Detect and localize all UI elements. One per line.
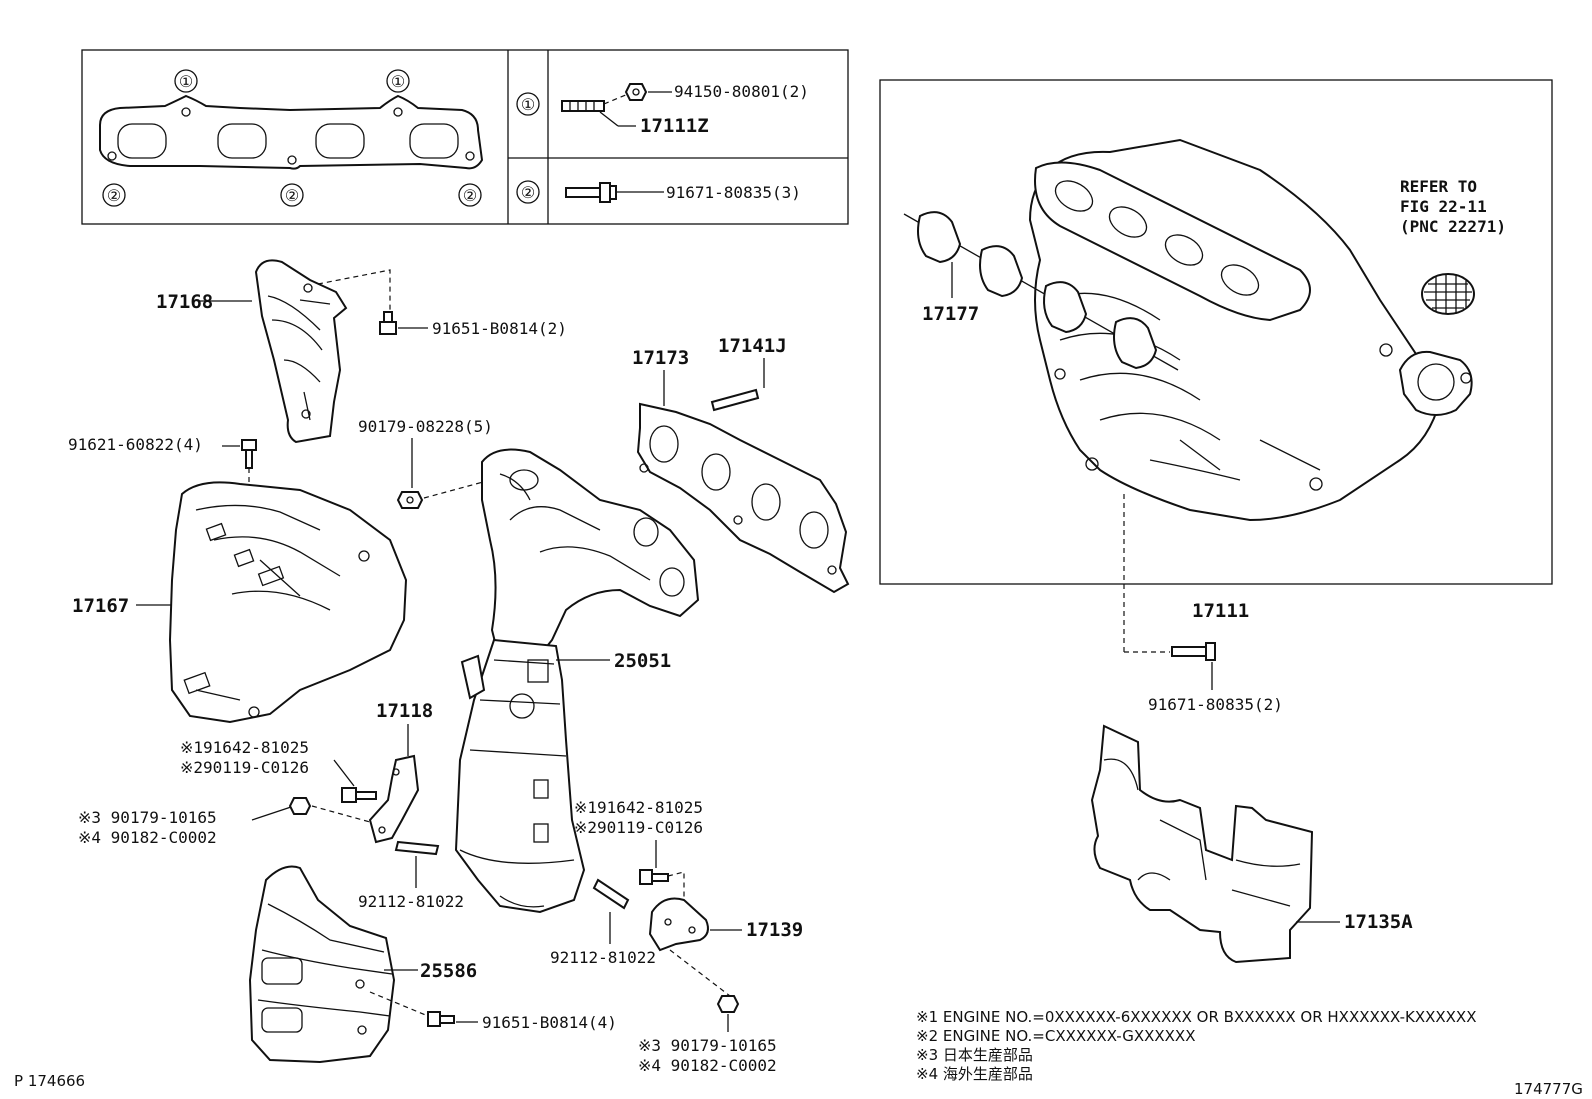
callout-1-left: ①	[174, 69, 198, 93]
refer-to-line3: (PNC 22271)	[1400, 217, 1506, 236]
note2-part-a: ※290119-C0126	[180, 758, 309, 777]
engine-note-1: ※1 ENGINE NO.=0XXXXXX-6XXXXXX OR BXXXXXX…	[916, 1008, 1476, 1026]
bracket-17118-drawing	[368, 754, 420, 844]
mesh-screen-drawing	[1421, 273, 1475, 315]
bolt-91621-icon	[241, 439, 257, 469]
label-17118: 17118	[376, 700, 433, 722]
legend-stud-part-number: 17111Z	[640, 115, 709, 137]
stud-icon	[561, 100, 605, 112]
note2-part-b: ※290119-C0126	[574, 818, 703, 837]
label-91621-60822-4: 91621-60822(4)	[68, 435, 203, 454]
label-91651-b0814-2: 91651-B0814(2)	[432, 319, 567, 338]
legend-nut-part-number: 94150-80801(2)	[674, 82, 809, 101]
intake-manifold-box	[879, 79, 1553, 585]
svg-text:②: ②	[463, 186, 477, 205]
footer-left-code: P 174666	[14, 1072, 85, 1090]
refer-to-line1: REFER TO	[1400, 177, 1477, 196]
stud-92112-b-icon	[592, 878, 630, 910]
bolt-17118-icon	[341, 787, 377, 803]
svg-text:②: ②	[285, 186, 299, 205]
nut-icon	[624, 83, 648, 101]
label-17139: 17139	[746, 919, 803, 941]
label-17167: 17167	[72, 595, 129, 617]
callout-2-right: ②	[458, 183, 482, 207]
svg-text:①: ①	[521, 95, 535, 114]
nut-90179-10165-a-icon	[288, 797, 312, 815]
heat-insulator-17168-drawing	[254, 259, 348, 444]
label-17173: 17173	[632, 347, 689, 369]
intake-bolt-icon	[1171, 642, 1216, 661]
bolt-91651-b-icon	[427, 1011, 455, 1027]
label-25051: 25051	[614, 650, 671, 672]
note1-part-a: ※191642-81025	[180, 738, 309, 757]
bracket-17139-drawing	[648, 897, 709, 952]
engine-note-2: ※2 ENGINE NO.=CXXXXXX-GXXXXXX	[916, 1027, 1195, 1045]
label-17141j: 17141J	[718, 335, 787, 357]
heat-insulator-25586-drawing	[248, 865, 396, 1064]
note3-part-b: ※3 90179-10165	[638, 1036, 777, 1055]
note4-part-b: ※4 90182-C0002	[638, 1056, 777, 1075]
engine-note-4: ※4 海外生産部品	[916, 1065, 1033, 1083]
footer-right-code: 174777G	[1514, 1080, 1583, 1098]
svg-text:②: ②	[107, 186, 121, 205]
svg-text:①: ①	[391, 72, 405, 91]
nut-90179-10165-b-icon	[716, 995, 740, 1013]
note3-part-a: ※3 90179-10165	[78, 808, 217, 827]
engine-cover-17135a-drawing	[1090, 724, 1314, 964]
bolt-icon	[565, 182, 617, 203]
intake-manifold-drawing	[1028, 138, 1473, 522]
bolt-legend-box	[81, 49, 849, 225]
note4-part-a: ※4 90182-C0002	[78, 828, 217, 847]
label-17111: 17111	[1192, 600, 1249, 622]
label-17177: 17177	[922, 303, 979, 325]
label-92112-81022-b: 92112-81022	[550, 948, 656, 967]
label-90179-08228-5: 90179-08228(5)	[358, 417, 493, 436]
exhaust-gasket-drawing	[99, 94, 484, 170]
engine-note-3: ※3 日本生産部品	[916, 1046, 1033, 1064]
bolt-91651-a-icon	[379, 311, 397, 335]
bolt-17139-icon	[639, 869, 669, 885]
svg-text:①: ①	[179, 72, 193, 91]
exhaust-manifold-25051-drawing	[454, 448, 700, 914]
callout-2-mid: ②	[280, 183, 304, 207]
legend-callout-2: ②	[516, 180, 540, 204]
svg-text:②: ②	[521, 183, 535, 202]
label-17168: 17168	[156, 291, 213, 313]
stud-17141j-icon	[710, 388, 760, 412]
callout-1-right: ①	[386, 69, 410, 93]
label-17135a: 17135A	[1344, 911, 1413, 933]
stud-92112-a-icon	[394, 840, 440, 856]
label-25586: 25586	[420, 960, 477, 982]
nut-90179-a-icon	[396, 491, 424, 509]
label-91651-b0814-4: 91651-B0814(4)	[482, 1013, 617, 1032]
label-92112-81022-a: 92112-81022	[358, 892, 464, 911]
refer-to-line2: FIG 22-11	[1400, 197, 1487, 216]
exhaust-gasket-17173-drawing	[636, 402, 850, 594]
legend-callout-1: ①	[516, 92, 540, 116]
callout-2-left: ②	[102, 183, 126, 207]
legend-bolt-part-number: 91671-80835(3)	[666, 183, 801, 202]
intake-gasket-drawing	[903, 211, 1179, 371]
note1-part-b: ※191642-81025	[574, 798, 703, 817]
label-91671-80835-2: 91671-80835(2)	[1148, 695, 1283, 714]
heat-insulator-17167-drawing	[168, 481, 408, 724]
